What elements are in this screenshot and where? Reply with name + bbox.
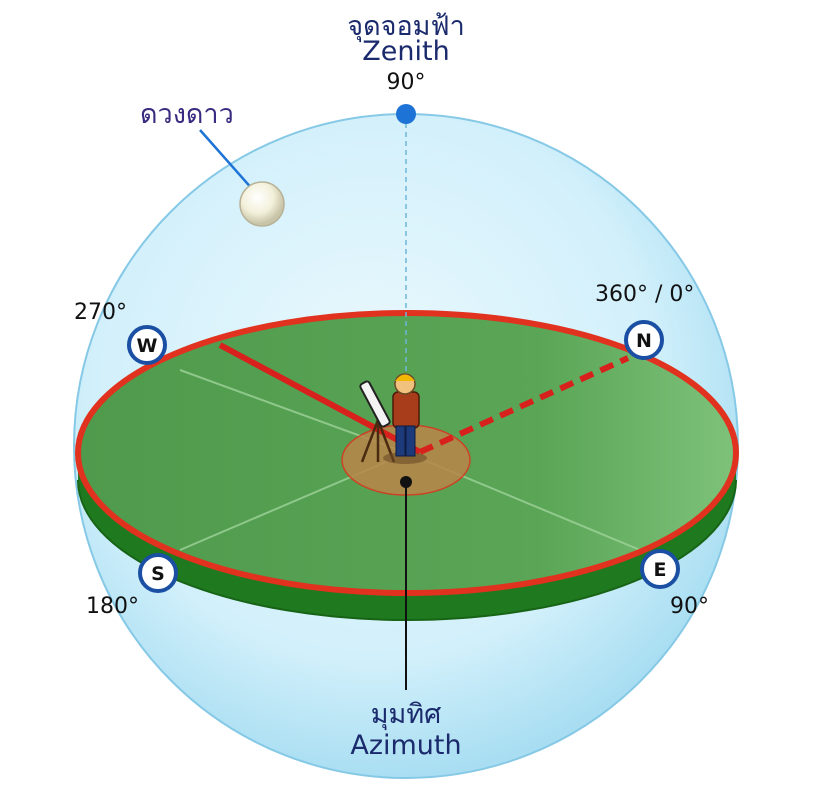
north-badge: N [624,320,664,360]
east-angle-label: 90° [670,594,709,619]
zenith-point [396,104,416,124]
south-badge: S [138,553,178,593]
azimuth-english-label: Azimuth [350,730,462,761]
north-arm-dashed [418,355,630,455]
north-angle-label: 360° / 0° [595,282,695,307]
zenith-english-label: Zenith [362,36,450,67]
north-letter: N [636,330,652,352]
star-icon [239,181,285,227]
telescope-icon [359,380,396,463]
horizon-disc-side [78,453,736,620]
west-badge: W [127,325,167,365]
zenith-angle-label: 90° [386,70,426,95]
azimuth-pointer-dot [400,476,412,488]
west-angle-label: 270° [74,300,127,325]
east-letter: E [654,559,667,581]
south-angle-label: 180° [86,594,139,619]
azimuth-thai-label: มุมทิศ [370,699,442,730]
star-label: ดวงดาว [140,99,234,130]
observer-icon [383,373,427,464]
west-arm [218,342,422,455]
east-badge: E [640,549,680,589]
south-letter: S [151,563,165,585]
zenith-thai-label: จุดจอมฟ้า [347,11,465,42]
west-letter: W [137,335,158,357]
